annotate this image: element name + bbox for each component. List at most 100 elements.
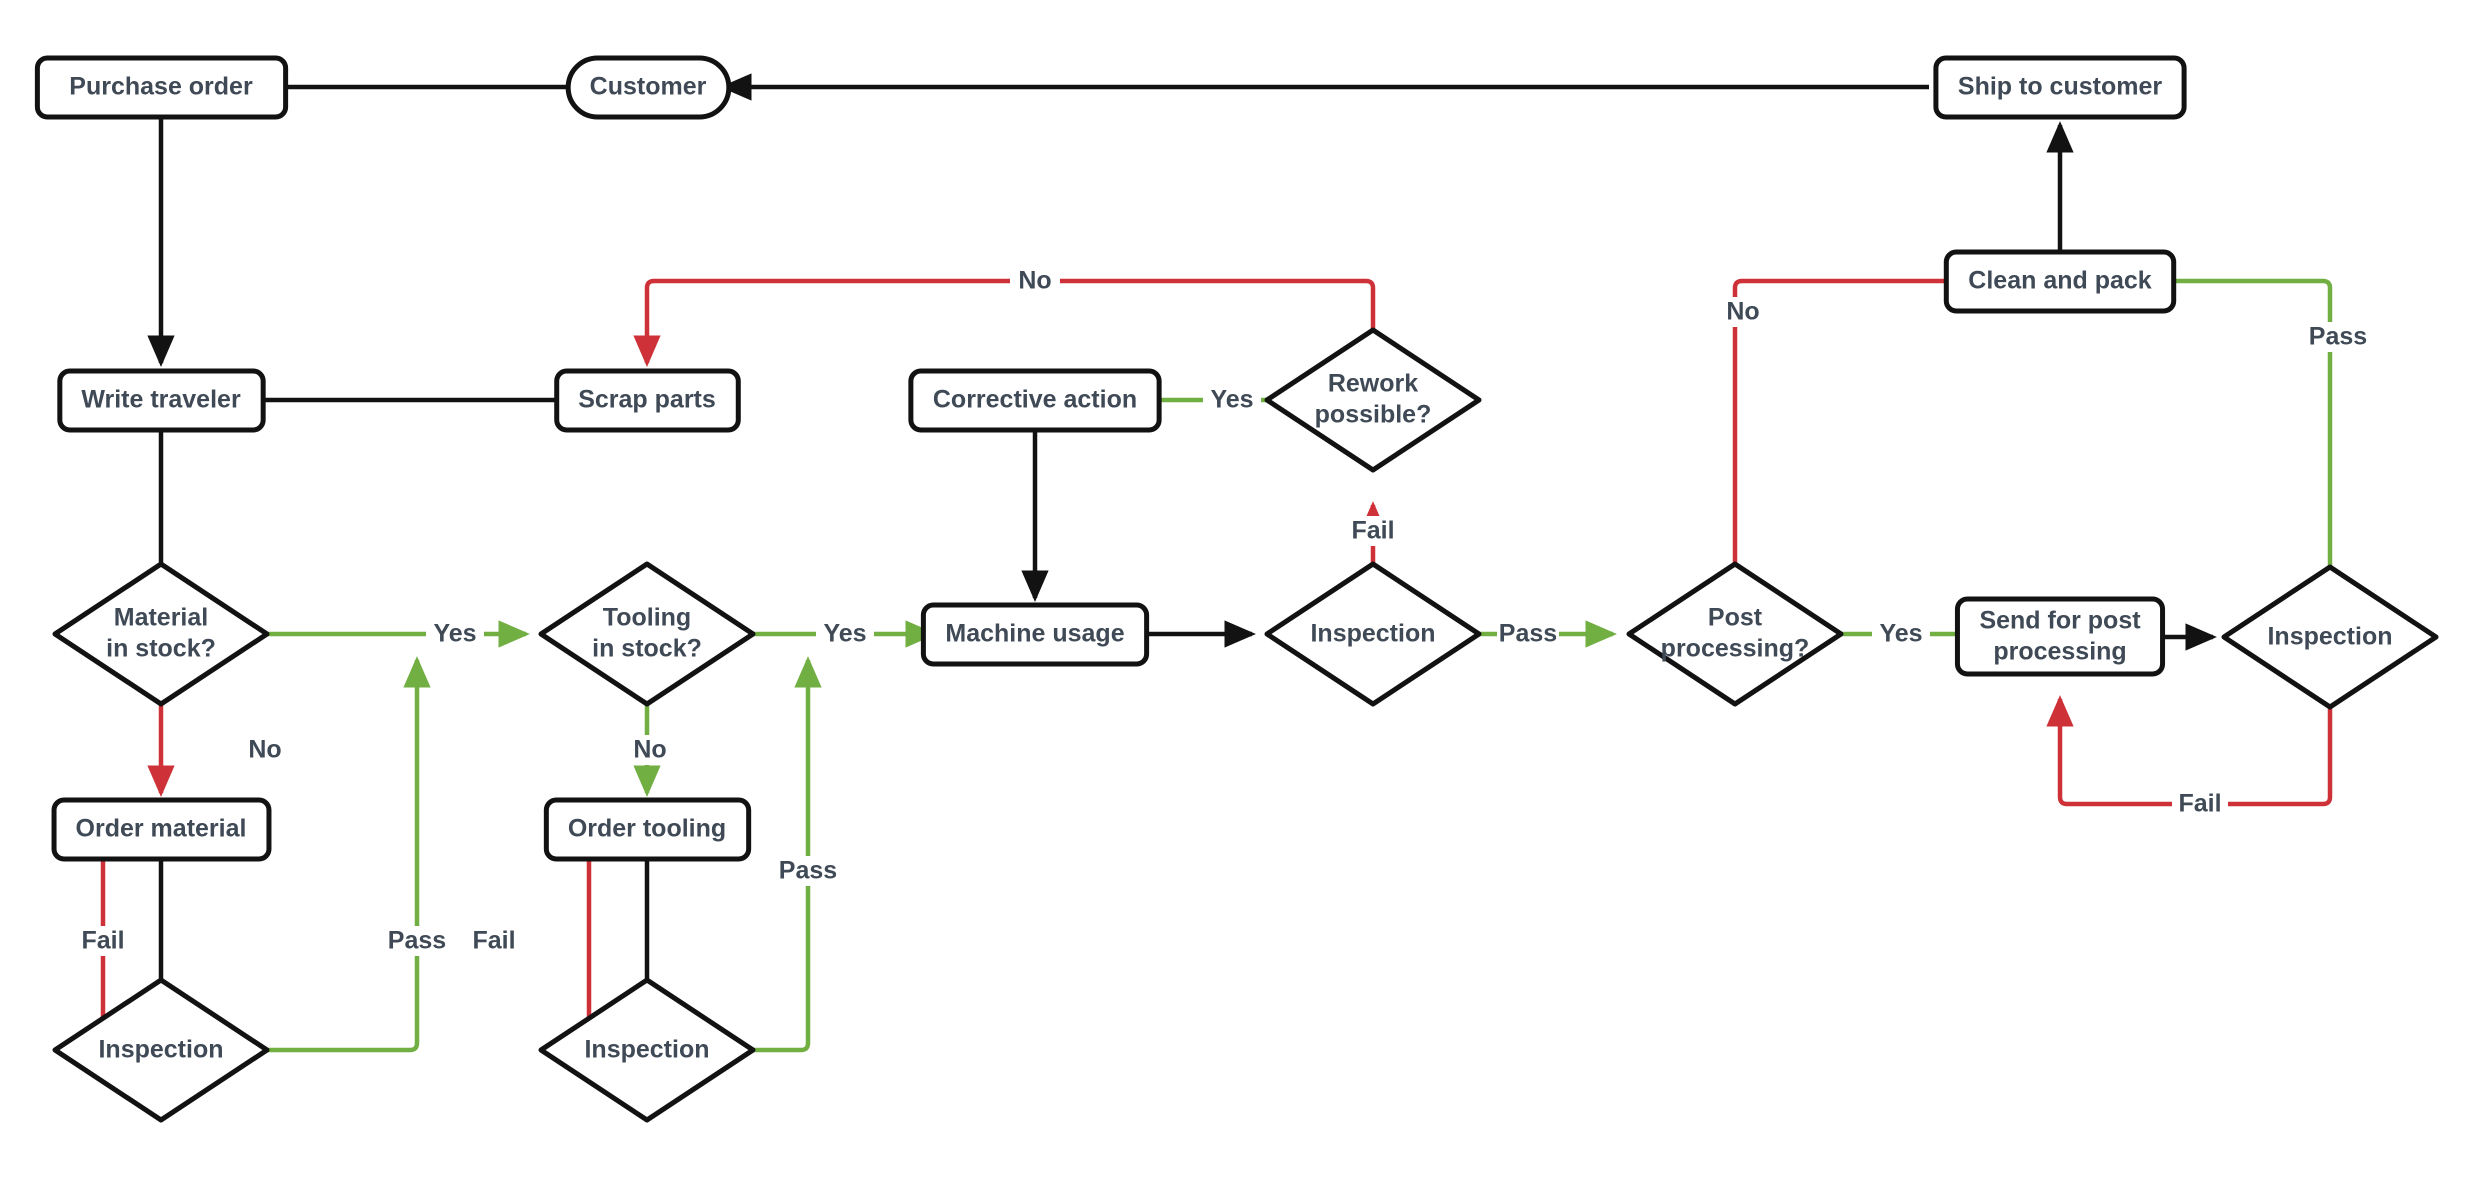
node-label-line1: Material <box>114 604 208 632</box>
node-label: Inspection <box>1310 620 1435 648</box>
node-shape-rounded-rect <box>543 797 752 862</box>
node-shape-diamond <box>538 561 756 707</box>
node-label: Customer <box>590 73 707 101</box>
edge-label-rework-yes: Yes <box>1210 386 1253 414</box>
node-shape-rounded-rect <box>1933 55 2187 120</box>
node-label-line2: processing <box>1993 638 2126 666</box>
node-rework-possible[interactable]: Rework possible? <box>1264 327 1482 473</box>
node-shape-rounded-rect <box>908 368 1162 433</box>
node-label-line1: Rework <box>1328 370 1418 398</box>
edge-label-material-inspection-fail: Fail <box>81 927 124 955</box>
node-label: Ship to customer <box>1958 73 2162 101</box>
node-inspection-post[interactable]: Inspection <box>2221 564 2439 710</box>
node-label: Inspection <box>584 1036 709 1064</box>
edge-label-rework-no: No <box>1018 267 1051 295</box>
node-shape-rounded-rect <box>57 368 266 433</box>
node-tooling-in-stock[interactable]: Tooling in stock? <box>538 561 756 707</box>
edge-label-tooling-inspection-fail: Fail <box>472 927 515 955</box>
edge-label-post-no: No <box>1726 298 1759 326</box>
node-label-line2: possible? <box>1315 401 1432 429</box>
node-label: Machine usage <box>945 620 1124 648</box>
edge-label-post-yes: Yes <box>1879 620 1922 648</box>
node-label: Scrap parts <box>578 386 716 414</box>
edge-label-material-inspection-pass: Pass <box>388 927 446 955</box>
label-bg <box>466 926 522 956</box>
node-shape-diamond <box>52 977 270 1123</box>
node-shape-stadium <box>565 55 732 120</box>
node-corrective-action[interactable]: Corrective action <box>908 368 1162 433</box>
edge-label-material-yes: Yes <box>433 620 476 648</box>
node-shape-diamond <box>1264 327 1482 473</box>
node-label-line2: in stock? <box>592 635 702 663</box>
node-clean-and-pack[interactable]: Clean and pack <box>1943 249 2177 314</box>
label-bg <box>816 619 874 649</box>
label-bg <box>75 926 131 956</box>
edge-inspection-tooling-pass-to-yes-line <box>753 656 822 1053</box>
node-inspection-material[interactable]: Inspection <box>52 977 270 1123</box>
label-bg <box>2307 322 2369 352</box>
node-post-processing[interactable]: Post processing? <box>1626 561 1844 707</box>
node-inspection-tooling[interactable]: Inspection <box>538 977 756 1123</box>
node-label: Write traveler <box>81 386 241 414</box>
node-inspection-main[interactable]: Inspection <box>1264 561 1482 707</box>
node-label: Clean and pack <box>1968 267 2151 295</box>
node-shape-diamond <box>2221 564 2439 710</box>
label-bg <box>1203 385 1261 415</box>
node-label-line1: Post <box>1708 604 1763 632</box>
node-label: Order material <box>76 815 247 843</box>
node-label: Inspection <box>98 1036 223 1064</box>
edge-label-inspection-pass: Pass <box>1499 620 1557 648</box>
node-customer[interactable]: Customer <box>565 55 732 120</box>
node-shape-rounded-rect <box>34 55 289 120</box>
node-order-material[interactable]: Order material <box>51 797 272 862</box>
label-bg <box>777 856 839 886</box>
label-bg <box>625 735 675 765</box>
node-order-tooling[interactable]: Order tooling <box>543 797 752 862</box>
label-bg <box>2172 789 2228 819</box>
node-ship-to-customer[interactable]: Ship to customer <box>1933 55 2187 120</box>
node-shape-diamond <box>538 977 756 1123</box>
label-bg <box>1010 266 1060 296</box>
node-scrap-parts[interactable]: Scrap parts <box>554 368 741 433</box>
label-bg <box>1345 516 1401 546</box>
node-write-traveler[interactable]: Write traveler <box>57 368 266 433</box>
node-send-for-post-processing[interactable]: Send for post processing <box>1954 596 2166 677</box>
node-label-line2: in stock? <box>106 635 216 663</box>
label-bg <box>1718 297 1768 327</box>
edge-layer <box>55 73 2333 1053</box>
node-label: Inspection <box>2267 623 2392 651</box>
edge-inspection-material-pass-to-yes-line <box>267 656 431 1053</box>
node-label: Purchase order <box>69 73 253 101</box>
edge-label-tooling-yes: Yes <box>823 620 866 648</box>
node-material-in-stock[interactable]: Material in stock? <box>52 561 270 707</box>
node-label-line1: Send for post <box>1979 607 2141 635</box>
node-label: Order tooling <box>568 815 726 843</box>
node-shape-diamond <box>1626 561 1844 707</box>
label-bg <box>426 619 484 649</box>
node-machine-usage[interactable]: Machine usage <box>920 602 1150 667</box>
edge-label-tooling-inspection-pass: Pass <box>779 857 837 885</box>
edge-label-layer: No Yes Yes No Yes No Fail Pass Fail Pass… <box>75 266 2369 956</box>
node-shape-rounded-rect <box>51 797 272 862</box>
edge-label-tooling-no: No <box>633 736 666 764</box>
node-shape-diamond <box>52 561 270 707</box>
node-label-line1: Tooling <box>603 604 691 632</box>
node-label: Corrective action <box>933 386 1137 414</box>
node-shape-rounded-rect <box>920 602 1150 667</box>
label-bg <box>1497 619 1559 649</box>
node-shape-rounded-rect <box>554 368 741 433</box>
label-bg <box>240 735 290 765</box>
edge-inspection-post-pass-to-clean-and-pack <box>2132 267 2333 567</box>
label-bg <box>1872 619 1930 649</box>
node-shape-rounded-rect <box>1954 596 2166 677</box>
edge-label-inspection-fail: Fail <box>1351 517 1394 545</box>
node-purchase-order[interactable]: Purchase order <box>34 55 289 120</box>
edge-label-post-inspection-fail: Fail <box>2178 790 2221 818</box>
label-bg <box>386 926 448 956</box>
edge-post-no-to-clean-and-pack <box>1732 267 1988 564</box>
node-layer: Purchase order Customer Ship to customer… <box>34 55 2439 1123</box>
node-shape-rounded-rect <box>1943 249 2177 314</box>
edge-label-post-inspection-pass: Pass <box>2309 323 2367 351</box>
